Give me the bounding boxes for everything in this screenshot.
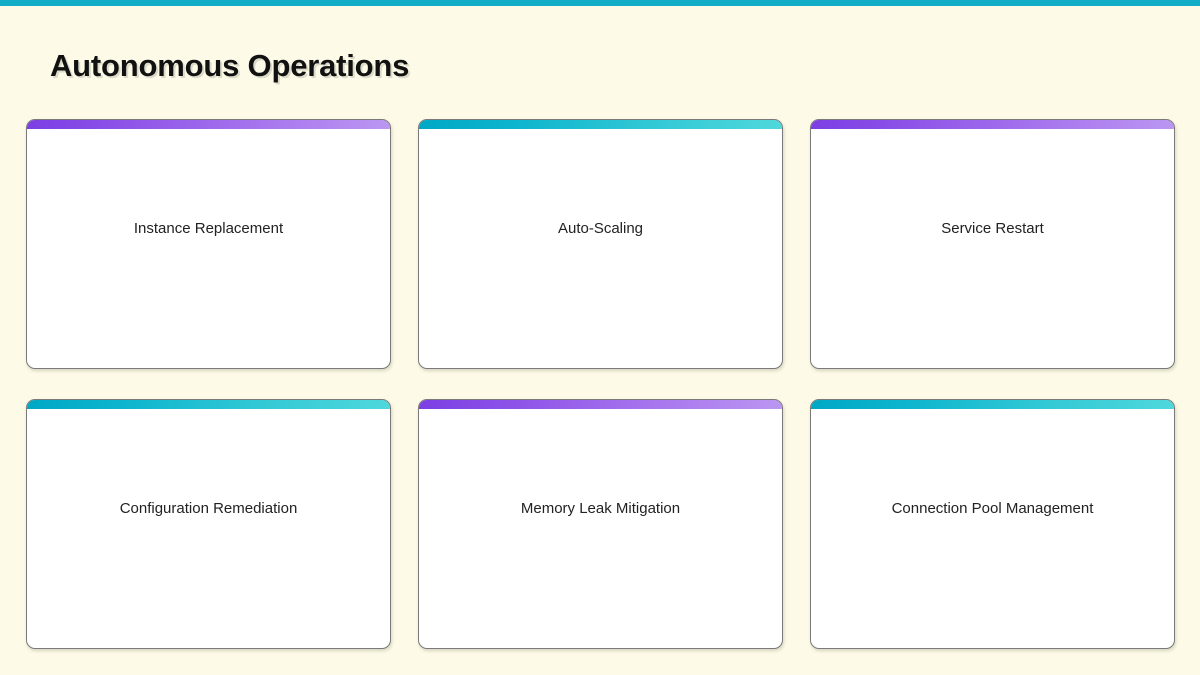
operation-card-label: Instance Replacement bbox=[133, 220, 284, 237]
operation-card-label: Connection Pool Management bbox=[891, 500, 1094, 517]
card-accent-bar bbox=[811, 120, 1174, 129]
operation-card-label: Service Restart bbox=[941, 220, 1044, 237]
card-accent-bar bbox=[27, 400, 390, 409]
card-accent-bar bbox=[419, 400, 782, 409]
card-accent-bar bbox=[27, 120, 390, 129]
operation-card-memory-leak-mitigation[interactable]: Memory Leak Mitigation bbox=[418, 399, 783, 649]
top-accent-bar bbox=[0, 0, 1200, 6]
operation-card-auto-scaling[interactable]: Auto-Scaling bbox=[418, 119, 783, 369]
operation-card-configuration-remediation[interactable]: Configuration Remediation bbox=[26, 399, 391, 649]
operation-card-connection-pool-management[interactable]: Connection Pool Management bbox=[810, 399, 1175, 649]
operation-card-label: Configuration Remediation bbox=[119, 500, 298, 517]
operation-card-instance-replacement[interactable]: Instance Replacement bbox=[26, 119, 391, 369]
operation-card-label: Auto-Scaling bbox=[557, 220, 644, 237]
page-title: Autonomous Operations bbox=[50, 47, 410, 83]
operation-card-service-restart[interactable]: Service Restart bbox=[810, 119, 1175, 369]
card-accent-bar bbox=[811, 400, 1174, 409]
operation-card-label: Memory Leak Mitigation bbox=[520, 500, 681, 517]
card-accent-bar bbox=[419, 120, 782, 129]
operations-card-grid: Instance Replacement Auto-Scaling Servic… bbox=[26, 119, 1175, 649]
